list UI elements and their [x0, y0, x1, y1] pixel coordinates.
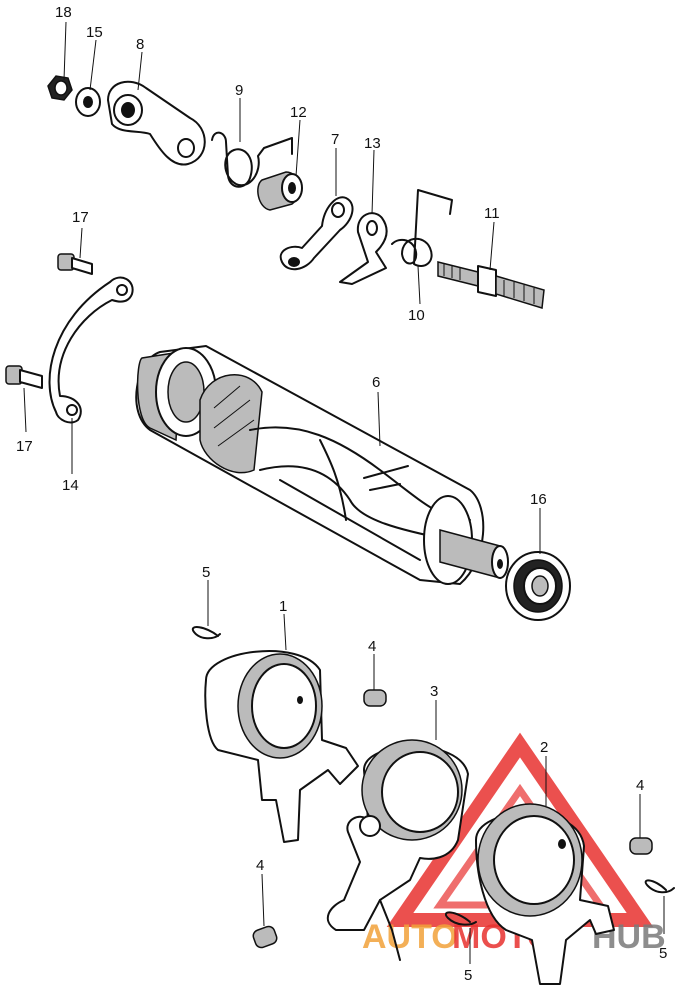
- callout-16: 16: [530, 491, 547, 508]
- callout-5-right: 5: [659, 945, 667, 962]
- part-18-nut: [47, 75, 73, 101]
- callout-1: 1: [279, 598, 287, 615]
- callout-4-right: 4: [636, 777, 644, 794]
- part-11-bolt: [437, 261, 545, 309]
- callout-17-upper: 17: [72, 209, 89, 226]
- part-2-shift-fork: [475, 803, 615, 985]
- part-5-clip-lower-middle: [445, 911, 477, 926]
- part-17-bolt-lower: [5, 365, 43, 389]
- part-16-bearing: [505, 551, 571, 621]
- part-17-bolt-upper: [57, 253, 93, 275]
- callout-14: 14: [62, 477, 79, 494]
- callout-4-upper: 4: [368, 638, 376, 655]
- leader-lines: [23, 21, 665, 964]
- callout-7: 7: [331, 131, 339, 148]
- callout-2: 2: [540, 739, 548, 756]
- part-15-washer: [75, 87, 101, 117]
- part-7-stopper-plate: [279, 196, 354, 271]
- callout-18: 18: [55, 4, 72, 21]
- part-13-stopper-arm: [339, 212, 388, 285]
- watermark-text-auto: AUTO: [362, 918, 458, 956]
- part-5-clip-right: [644, 879, 675, 894]
- callout-17-lower: 17: [16, 438, 33, 455]
- callout-8: 8: [136, 36, 144, 53]
- part-12-collar: [257, 171, 303, 211]
- part-10-spring: [391, 189, 453, 267]
- part-5-clip-upper: [191, 626, 221, 640]
- part-6-shift-drum: [135, 345, 509, 585]
- callout-5-lower: 5: [464, 967, 472, 984]
- part-9-spring: [211, 131, 293, 188]
- callout-12: 12: [290, 104, 307, 121]
- callout-6: 6: [372, 374, 380, 391]
- part-14-retainer-plate: [48, 276, 134, 424]
- part-8-shift-plate: [107, 80, 206, 166]
- part-1-shift-fork: [204, 650, 359, 843]
- callout-11: 11: [484, 205, 500, 222]
- callout-10: 10: [408, 307, 425, 324]
- callout-9: 9: [235, 82, 243, 99]
- callout-15: 15: [86, 24, 103, 41]
- part-4-pin-right: [629, 837, 653, 855]
- callout-4-lower: 4: [256, 857, 264, 874]
- part-4-pin-upper: [363, 689, 387, 707]
- callout-13: 13: [364, 135, 381, 152]
- callout-3: 3: [430, 683, 438, 700]
- callout-5-upper: 5: [202, 564, 210, 581]
- part-3-shift-fork: [326, 739, 469, 961]
- callout-labels: 18 15 8 9 12 7 13 11 10 17 17 14 6 16 5 …: [16, 4, 667, 984]
- part-4-pin-lower: [252, 925, 278, 949]
